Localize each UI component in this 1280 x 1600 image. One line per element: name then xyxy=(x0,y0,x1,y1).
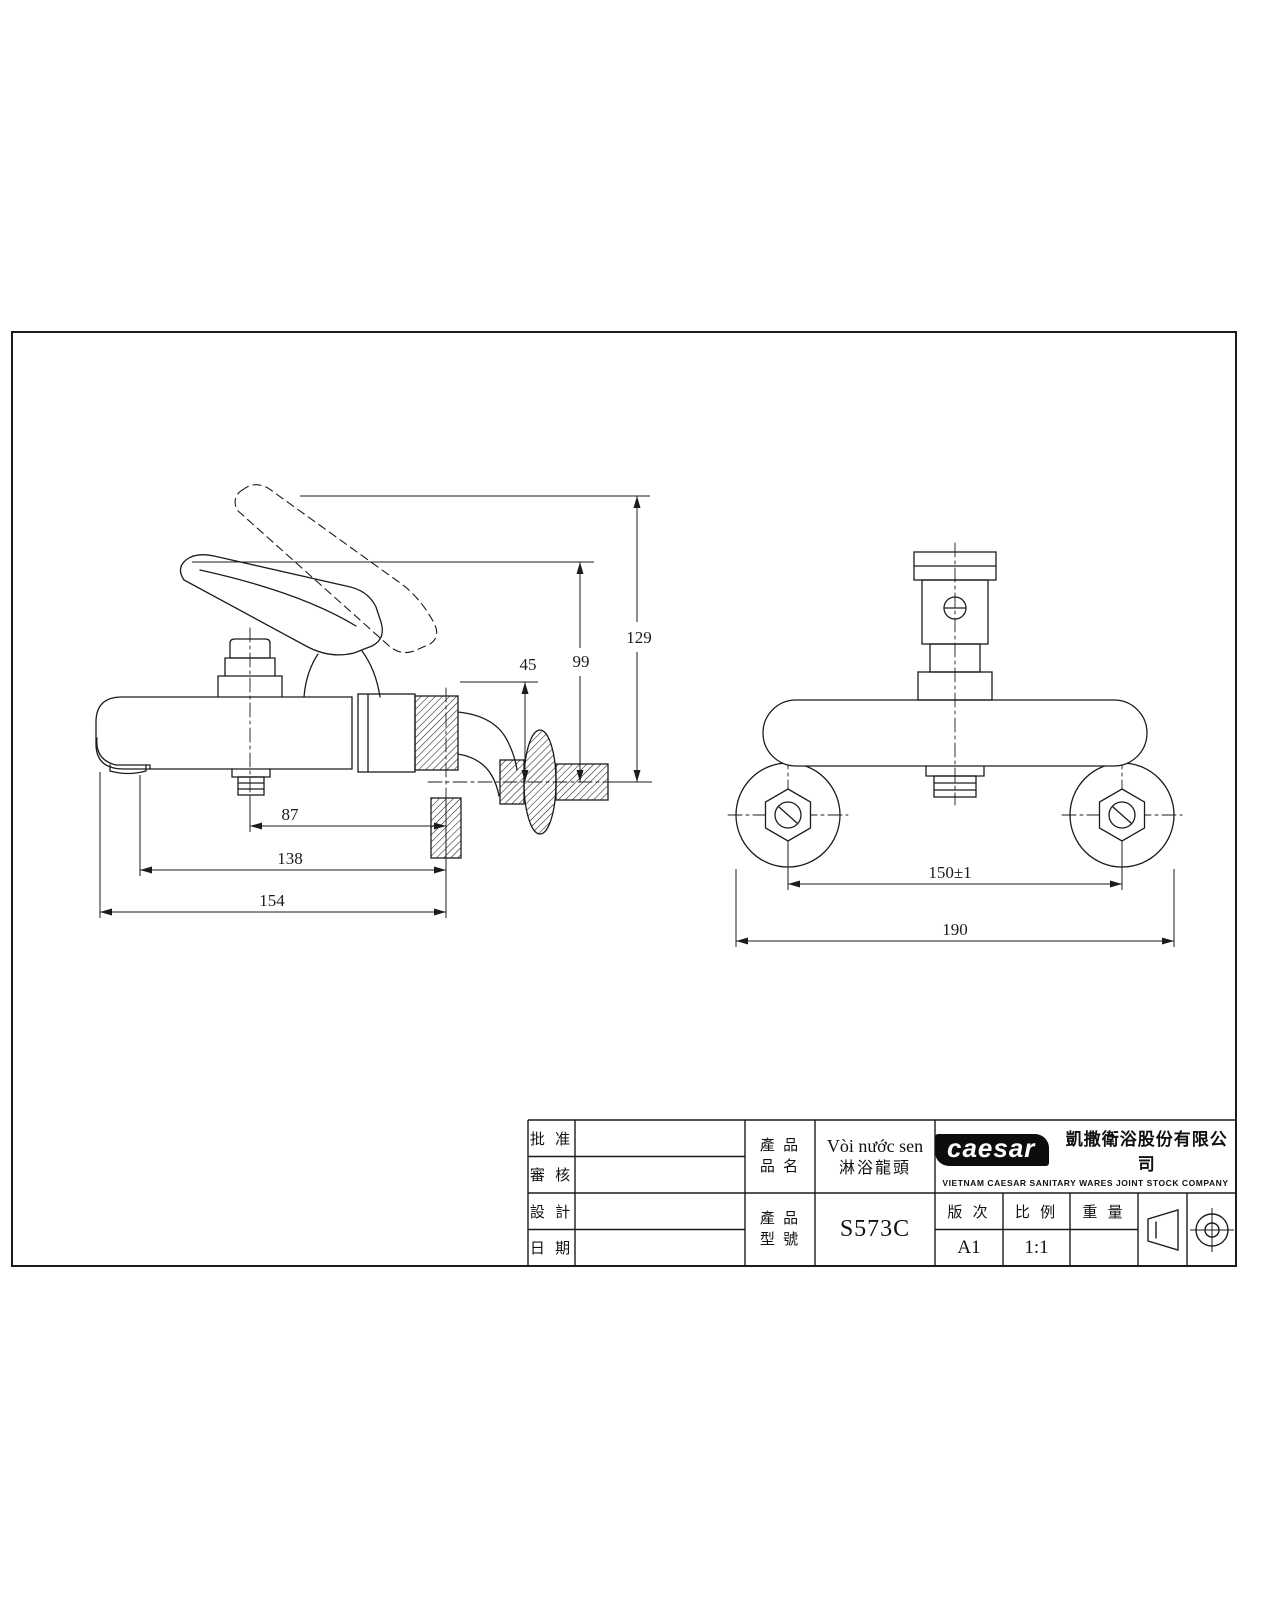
handle-lever xyxy=(179,554,383,698)
review-label: 審 核 xyxy=(529,1167,574,1185)
dim-87: 87 xyxy=(282,805,300,824)
scale-value: 1:1 xyxy=(1024,1236,1049,1258)
weight-label: 重 量 xyxy=(1082,1203,1126,1221)
dim-190: 190 xyxy=(942,920,968,939)
dim-129: 129 xyxy=(626,628,652,647)
design-value xyxy=(575,1193,745,1230)
dim-45: 45 xyxy=(520,655,537,674)
flange-screw-left xyxy=(764,788,812,842)
diverter-knob xyxy=(217,638,283,698)
model-value: S573C xyxy=(839,1216,911,1242)
dimension-texts: 45 99 129 87 138 154 150±1 190 xyxy=(259,628,971,939)
review-value xyxy=(575,1157,745,1194)
circle-view-symbol-icon xyxy=(1190,1208,1234,1252)
date-label: 日 期 xyxy=(529,1240,574,1258)
version-value: A1 xyxy=(957,1236,981,1258)
dim-154: 154 xyxy=(259,891,285,910)
approve-label: 批 准 xyxy=(529,1130,574,1148)
product-name-chinese: 淋浴龍頭 xyxy=(838,1159,911,1177)
model-label: 產 品 型 號 xyxy=(745,1193,815,1266)
company-name-chinese: 凱撒衛浴股份有限公司 xyxy=(1065,1130,1228,1174)
product-name-label-line2: 品 名 xyxy=(759,1157,801,1175)
front-view xyxy=(727,542,1183,879)
faucet-body-front xyxy=(762,699,1148,767)
hose-outlet xyxy=(231,768,271,796)
cone-symbol-icon xyxy=(1147,1209,1179,1251)
date-value xyxy=(575,1230,745,1267)
faucet-body xyxy=(95,696,353,770)
caesar-logo: caesar xyxy=(935,1133,1050,1167)
version-label: 版 次 xyxy=(947,1203,991,1221)
flange-screw-right xyxy=(1098,788,1146,842)
drawing-frame xyxy=(11,331,1237,1267)
dimensions xyxy=(99,495,1175,947)
side-view xyxy=(95,484,641,873)
dim-99: 99 xyxy=(573,652,590,671)
wall-connection xyxy=(357,693,609,859)
title-block-grid xyxy=(527,1119,1236,1266)
handle-phantom xyxy=(234,484,438,654)
product-name-vietnamese: Vòi nước sen xyxy=(826,1135,924,1156)
scale-label: 比 例 xyxy=(1014,1203,1059,1221)
model-label-line2: 型 號 xyxy=(759,1230,801,1248)
projection-symbols xyxy=(1147,1208,1234,1252)
product-name-value: Vòi nước sen 淋浴龍頭 xyxy=(815,1120,935,1193)
product-name-label-line1: 產 品 xyxy=(759,1137,801,1155)
company-name-english: VIETNAM CAESAR SANITARY WARES JOINT STOC… xyxy=(942,1178,1229,1188)
brand-block: caesar 凱撒衛浴股份有限公司 VIETNAM CAESAR SANITAR… xyxy=(935,1120,1236,1193)
approve-value xyxy=(575,1120,745,1157)
design-label: 設 計 xyxy=(529,1203,574,1221)
dim-150: 150±1 xyxy=(928,863,971,882)
dim-138: 138 xyxy=(277,849,303,868)
product-name-label: 產 品 品 名 xyxy=(745,1120,815,1193)
model-label-line1: 產 品 xyxy=(759,1210,801,1228)
weight-value xyxy=(1070,1230,1138,1267)
spout xyxy=(96,737,151,770)
